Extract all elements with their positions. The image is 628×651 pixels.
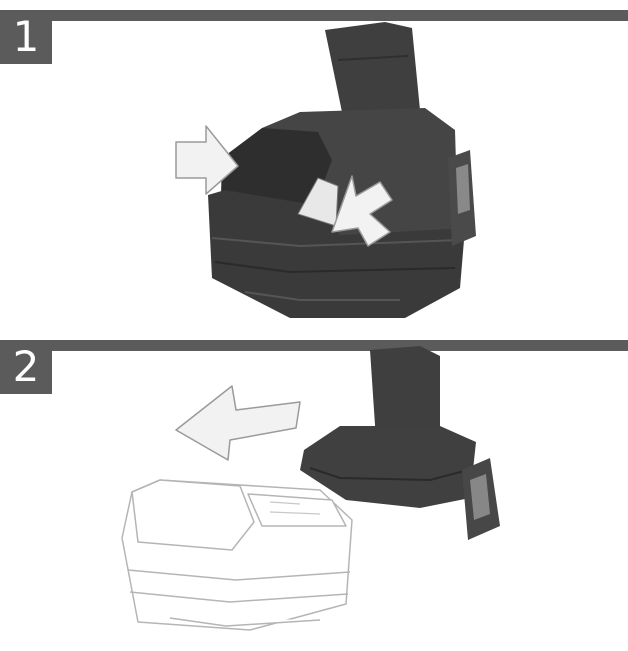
press-arrow-right-icon (331, 175, 393, 247)
battery-pack-icon (121, 479, 353, 631)
slide-out-arrow-icon (175, 385, 301, 461)
press-arrow-left-icon (175, 125, 239, 195)
step-1-panel: 1 (0, 0, 628, 322)
step-2-header-bar (0, 340, 628, 351)
step-1-number: 1 (0, 10, 52, 64)
step-2-panel: 2 (0, 330, 628, 651)
step-2-number: 2 (0, 340, 52, 394)
step-1-header-bar (0, 10, 628, 21)
drill-with-battery-icon (208, 22, 476, 318)
drill-tool-icon (300, 346, 500, 540)
